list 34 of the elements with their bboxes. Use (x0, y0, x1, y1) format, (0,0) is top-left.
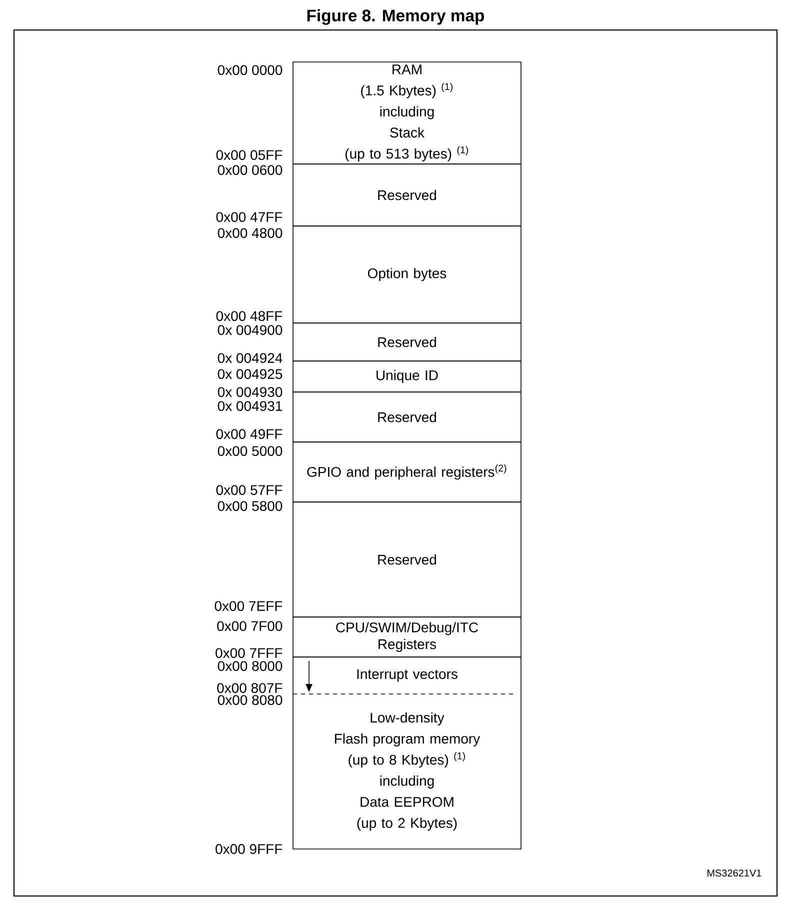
memory-region: Interrupt vectors (292, 656, 522, 694)
address-label: 0x00 7EFF (214, 601, 282, 611)
memory-region: Option bytes (292, 226, 522, 324)
memory-region: GPIO and peripheral registers$^{(2)}$ (292, 442, 522, 502)
address-label: 0x00 57FF (216, 485, 282, 495)
address-label: 0x00 48FF (216, 311, 282, 321)
address-label: 0x00 7F00 (217, 621, 282, 631)
memory-region: Reserved (292, 392, 522, 442)
address-label: 0x00 0600 (218, 165, 282, 175)
memory-region: RAM (1.5 Kbytes) $^{(1)}$ including Stack (up to 513 bytes) $^{(1)}$ (292, 62, 522, 164)
memory-region: CPU/SWIM/Debug/ITC Registers (292, 616, 522, 658)
figure-id: MS32621V1 (708, 869, 762, 877)
address-label: 0x 004931 (218, 401, 282, 411)
address-label: 0x00 7FFF (216, 648, 282, 658)
address-label: 0x 004930 (218, 387, 282, 397)
address-label: 0x00 9FFF (216, 844, 282, 854)
address-label: 0x00 5000 (218, 446, 282, 456)
address-label: 0x00 5800 (218, 501, 282, 511)
address-label: 0x 004924 (218, 353, 282, 363)
address-label: 0x00 4800 (218, 228, 282, 238)
address-label: 0x 004925 (218, 369, 282, 379)
figure-title: Figure 8. Memory map (307, 9, 484, 25)
address-label: 0x00 807F (217, 683, 282, 693)
memory-region: Reserved (292, 164, 522, 226)
memory-region: Low-density Flash program memory (up to 8 Kbytes) $^{(1)}$ including Data EEPROM (up to 2 Kbytes) (292, 694, 522, 850)
memory-region: Reserved (292, 502, 522, 618)
address-label: 0x00 49FF (216, 429, 282, 439)
address-label: 0x00 8000 (218, 661, 282, 671)
address-label: 0x00 47FF (216, 212, 282, 222)
address-label: 0x00 05FF (216, 150, 282, 160)
address-label: 0x00 8080 (218, 695, 282, 705)
memory-region: Unique ID (292, 360, 522, 392)
address-label: 0x 004900 (218, 325, 282, 335)
memory-region: Reserved (292, 322, 522, 362)
